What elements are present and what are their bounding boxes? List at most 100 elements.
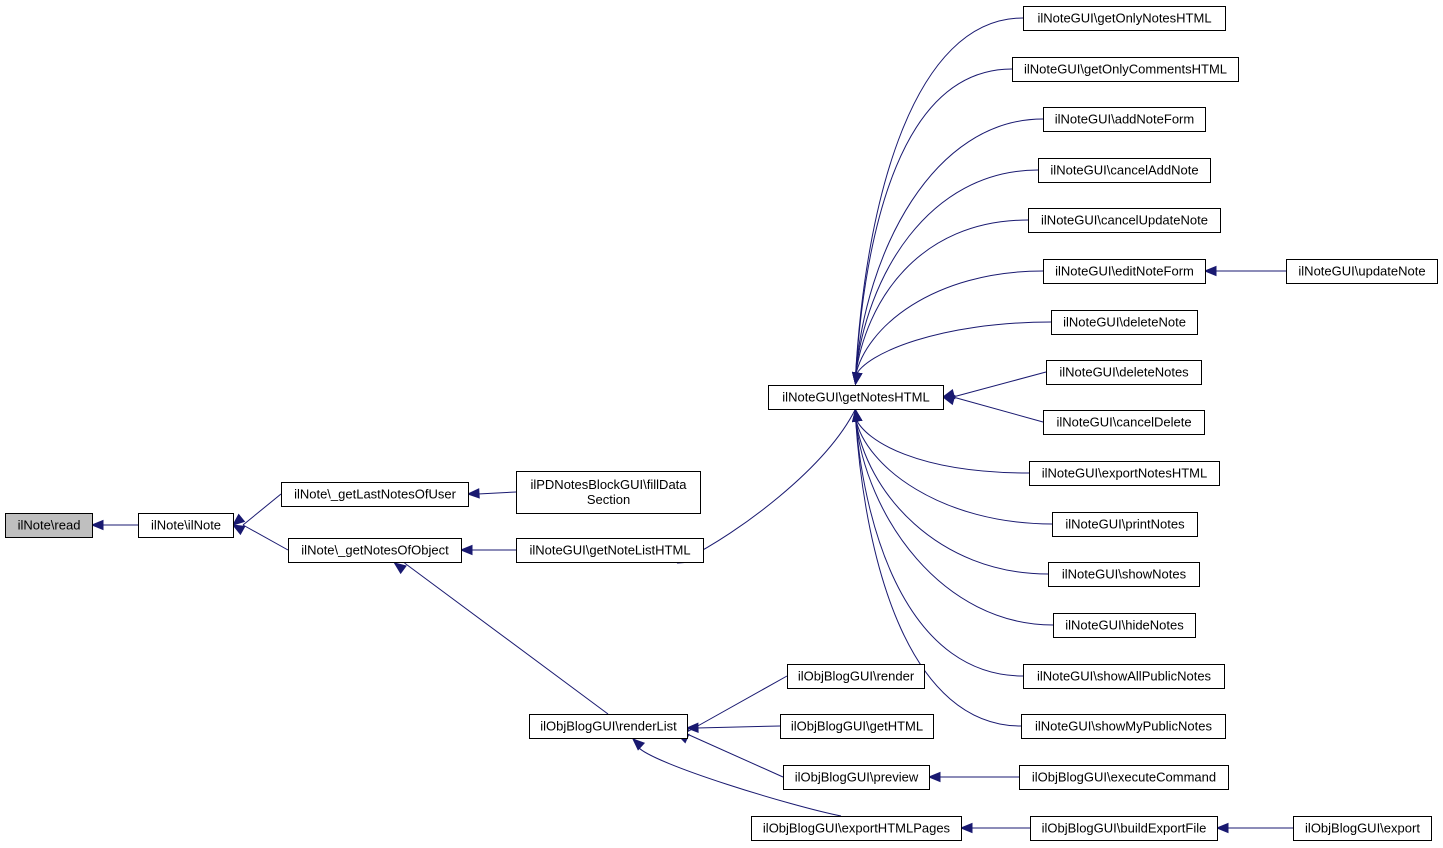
node-box[interactable] [1030,816,1218,841]
edge-render-to-render-list [686,675,788,733]
node-print-notes[interactable]: ilNoteGUI\printNotes [1052,512,1198,537]
edges-layer [90,17,1293,834]
edge-hide-notes-to-notes-html [855,417,1054,626]
node-get-html[interactable]: ilObjBlogGUI\getHTML [780,714,934,739]
node-box[interactable] [1043,107,1206,132]
node-box[interactable] [1038,158,1211,183]
arrowhead-update-note-to-edit-form [1203,265,1217,277]
node-box[interactable] [138,513,234,538]
node-box[interactable] [288,538,462,563]
edge-cancel-delete-to-notes-html [952,396,1044,423]
node-edit-form[interactable]: ilNoteGUI\editNoteForm [1043,259,1206,284]
node-box[interactable] [751,816,962,841]
node-hide-notes[interactable]: ilNoteGUI\hideNotes [1053,613,1196,638]
node-preview[interactable]: ilObjBlogGUI\preview [783,765,930,790]
node-label: ilNoteGUI\cancelDelete [1056,415,1191,430]
node-label: ilNoteGUI\printNotes [1065,517,1185,532]
edge-get-html-to-render-list [696,725,781,729]
edge-cancel-update-to-notes-html [855,219,1029,377]
node-build-export[interactable]: ilObjBlogGUI\buildExportFile [1030,816,1218,841]
node-read[interactable]: ilNote\read [5,513,93,538]
node-label: ilObjBlogGUI\getHTML [791,719,923,734]
node-note-list[interactable]: ilNoteGUI\getNoteListHTML [516,538,704,563]
arrowhead-show-my-public-to-notes-html [852,408,863,423]
edge-render-list-to-notes-of-object [404,562,609,715]
node-box[interactable] [1053,613,1196,638]
node-label: ilNoteGUI\deleteNote [1063,315,1186,330]
node-exec-cmd[interactable]: ilObjBlogGUI\executeCommand [1019,765,1229,790]
node-box[interactable] [1023,6,1226,31]
node-cancel-update[interactable]: ilNoteGUI\cancelUpdateNote [1028,208,1221,233]
node-show-notes[interactable]: ilNoteGUI\showNotes [1048,562,1200,587]
node-last-notes[interactable]: ilNote\_getLastNotesOfUser [281,482,469,507]
node-cancel-add[interactable]: ilNoteGUI\cancelAddNote [1038,158,1211,183]
node-label: Section [587,492,630,507]
edge-notes-of-object-to-il-note [242,524,289,551]
node-box[interactable] [787,664,925,689]
node-delete-note[interactable]: ilNoteGUI\deleteNote [1051,310,1198,335]
node-box[interactable] [1043,410,1205,435]
node-label: ilObjBlogGUI\exportHTMLPages [763,821,951,836]
node-notes-of-object[interactable]: ilNote\_getNotesOfObject [288,538,462,563]
node-box[interactable] [1048,562,1200,587]
node-label: ilNote\ilNote [151,518,221,533]
node-export-pages[interactable]: ilObjBlogGUI\exportHTMLPages [751,816,962,841]
node-label: ilObjBlogGUI\renderList [540,719,677,734]
node-box[interactable] [1293,816,1432,841]
node-render-list[interactable]: ilObjBlogGUI\renderList [529,714,688,739]
node-box[interactable] [1021,714,1226,739]
node-box[interactable] [1051,310,1198,335]
node-box[interactable] [1012,57,1239,82]
edge-last-notes-to-il-note [242,493,282,526]
node-label: ilNoteGUI\cancelAddNote [1050,163,1198,178]
node-notes-html[interactable]: ilNoteGUI\getNotesHTML [768,385,944,410]
arrowhead-notes-of-object-to-il-note [231,524,246,536]
node-show-all-public[interactable]: ilNoteGUI\showAllPublicNotes [1023,664,1225,689]
arrowhead-export-pages-to-render-list [632,738,646,751]
arrowhead-get-html-to-render-list [685,722,699,733]
node-cancel-delete[interactable]: ilNoteGUI\cancelDelete [1043,410,1205,435]
node-label: ilNoteGUI\showMyPublicNotes [1035,719,1213,734]
edge-show-my-public-to-notes-html [855,417,1022,727]
node-only-notes[interactable]: ilNoteGUI\getOnlyNotesHTML [1023,6,1226,31]
node-box[interactable] [516,538,704,563]
node-box[interactable] [281,482,469,507]
node-export[interactable]: ilObjBlogGUI\export [1293,816,1432,841]
node-only-comments[interactable]: ilNoteGUI\getOnlyCommentsHTML [1012,57,1239,82]
node-box[interactable] [1028,208,1221,233]
node-label: ilObjBlogGUI\render [798,669,915,684]
node-label: ilNoteGUI\editNoteForm [1055,264,1194,279]
node-box[interactable] [1046,360,1202,385]
node-il-note[interactable]: ilNote\ilNote [138,513,234,538]
edge-delete-note-to-notes-html [855,321,1052,377]
node-label: ilNoteGUI\showAllPublicNotes [1037,669,1212,684]
node-box[interactable] [1019,765,1229,790]
node-label: ilNote\_getNotesOfObject [301,543,449,558]
node-show-my-public[interactable]: ilNoteGUI\showMyPublicNotes [1021,714,1226,739]
node-label: ilNoteGUI\getNotesHTML [782,390,929,405]
node-box[interactable] [1052,512,1198,537]
node-box[interactable] [529,714,688,739]
node-box[interactable] [5,513,93,538]
arrowhead-export-to-build-export [1215,822,1229,834]
node-update-note[interactable]: ilNoteGUI\updateNote [1286,259,1438,284]
node-box[interactable] [1043,259,1206,284]
node-box[interactable] [1286,259,1438,284]
arrowhead-render-list-to-notes-of-object [393,562,407,575]
node-box[interactable] [516,471,701,514]
node-label: ilNoteGUI\deleteNotes [1059,365,1189,380]
node-box[interactable] [1023,664,1225,689]
node-box[interactable] [768,385,944,410]
node-add-note-form[interactable]: ilNoteGUI\addNoteForm [1043,107,1206,132]
node-box[interactable] [1029,461,1220,486]
edge-delete-notes-to-notes-html [952,371,1047,398]
node-label: ilObjBlogGUI\export [1305,821,1420,836]
node-box[interactable] [783,765,930,790]
node-box[interactable] [780,714,934,739]
node-render[interactable]: ilObjBlogGUI\render [787,664,925,689]
edge-edit-form-to-notes-html [855,270,1044,377]
node-delete-notes[interactable]: ilNoteGUI\deleteNotes [1046,360,1202,385]
node-export-notes[interactable]: ilNoteGUI\exportNotesHTML [1029,461,1220,486]
